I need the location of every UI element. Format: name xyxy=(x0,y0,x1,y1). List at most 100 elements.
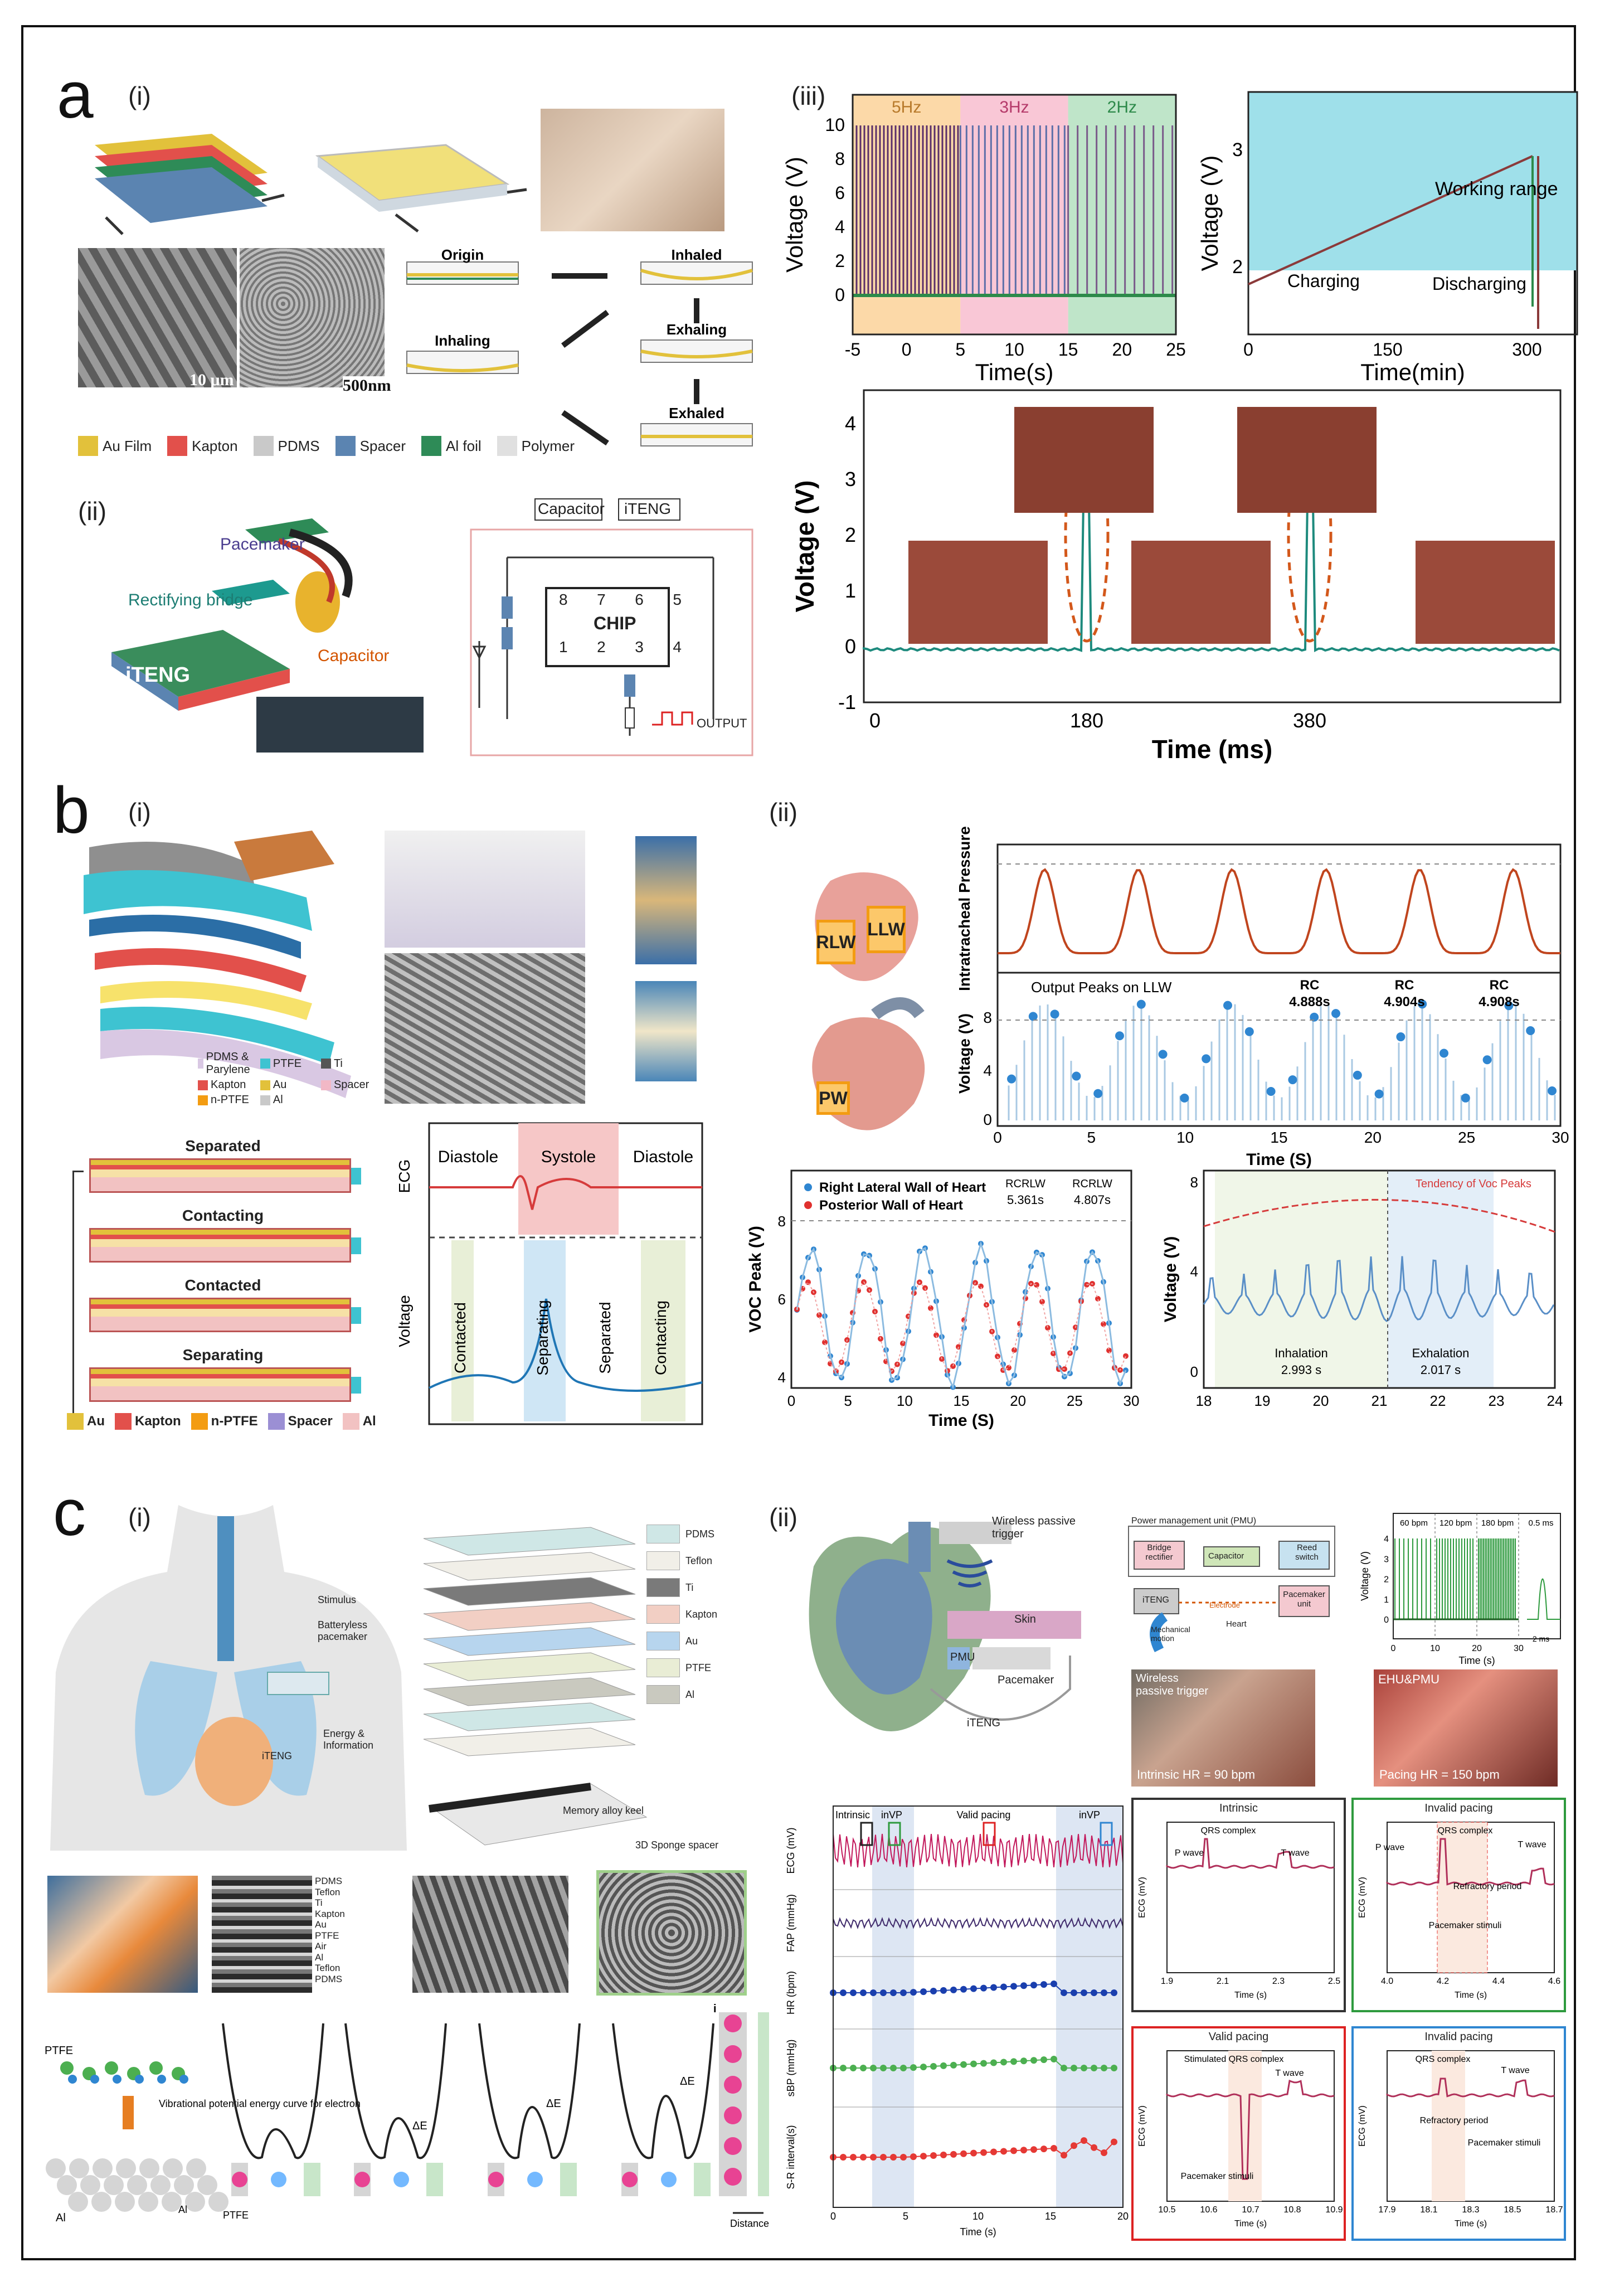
ecg-box-title: Invalid pacing xyxy=(1424,2031,1493,2043)
ecg-trace xyxy=(1386,2077,1555,2098)
layer-sheet xyxy=(423,1602,636,1631)
y-tick-label: 8 xyxy=(778,1213,786,1230)
refractory-band xyxy=(1432,2051,1465,2201)
sem-sponge xyxy=(596,1870,747,1996)
pw-point xyxy=(933,1332,939,1338)
legend-swatch xyxy=(421,436,442,456)
output-peak-point xyxy=(1310,1012,1319,1022)
inhalation-value: 2.993 s xyxy=(1281,1363,1321,1377)
ptfe-atom xyxy=(149,2061,163,2075)
x-tick-label: 20 xyxy=(1364,1129,1382,1146)
y-tick-label: 4 xyxy=(1384,1535,1389,1544)
al-atom xyxy=(150,2175,171,2195)
pmu-title: Power management unit (PMU) xyxy=(1131,1516,1257,1526)
stage-label: Separated xyxy=(185,1137,261,1154)
flow-origin: Origin xyxy=(441,246,484,263)
potential-well xyxy=(344,2023,447,2159)
y-axis-label: ECG (mV) xyxy=(1358,2105,1367,2147)
x-tick-label: 2.3 xyxy=(1272,1977,1285,1986)
annotation-label: T wave xyxy=(1518,1840,1546,1850)
ecg-box-title: Valid pacing xyxy=(1208,2031,1269,2043)
charge-marker xyxy=(724,2137,742,2155)
panel-b-exploded-device xyxy=(84,831,351,1098)
panel-b-photo-device xyxy=(635,836,697,964)
inhalation-label: Inhalation xyxy=(1275,1346,1327,1360)
al-atom xyxy=(104,2175,124,2195)
phase-label: inVP xyxy=(1079,1809,1100,1821)
rc1-label: RCRLW xyxy=(1005,1178,1045,1190)
x-tick-label: -5 xyxy=(845,339,860,360)
bpm-label: 120 bpm xyxy=(1439,1518,1472,1528)
pmu-bridge: Bridge rectifier xyxy=(1145,1543,1173,1562)
x-tick-label: 10.7 xyxy=(1242,2205,1259,2215)
delta-e-label: ΔE xyxy=(680,2075,695,2088)
charge-marker xyxy=(724,2045,742,2063)
pw-point xyxy=(1039,1299,1045,1305)
layer-sheet xyxy=(423,1677,636,1706)
legend-swatch xyxy=(268,1413,285,1430)
legend-item: Ti xyxy=(320,1051,376,1076)
output-peak-point xyxy=(1439,1049,1448,1058)
pulse-highlight xyxy=(1287,428,1332,643)
legend-swatch xyxy=(198,1080,208,1090)
al-atom xyxy=(163,2158,183,2178)
legend-rlw: Right Lateral Wall of Heart xyxy=(819,1180,986,1195)
x-tick-label: 20 xyxy=(1313,1392,1329,1409)
x-tick-label: 18 xyxy=(1196,1392,1212,1409)
panel-a-iii-label: (iii) xyxy=(791,81,826,110)
sem-layer-label: Teflon xyxy=(315,1886,341,1897)
output-peak-point xyxy=(1288,1075,1297,1085)
scale-bar-10um: 10 μm xyxy=(189,371,234,389)
output-peak-point xyxy=(1482,1055,1492,1065)
potential-well xyxy=(222,2023,324,2159)
pw-point xyxy=(816,1312,822,1318)
scale-label: 2 ms xyxy=(1533,1634,1549,1643)
x-axis-label: Time (s) xyxy=(1234,2219,1267,2229)
phase-label: Valid pacing xyxy=(957,1809,1011,1821)
row-trace xyxy=(833,1917,1124,1929)
output-peak-point xyxy=(1396,1032,1406,1042)
refractory-band xyxy=(1228,2051,1262,2201)
flow-exhaling: Exhaling xyxy=(667,321,727,338)
y-tick-label: 8 xyxy=(835,149,845,169)
annotation-label: Pacemaker stimuli xyxy=(1181,2172,1254,2181)
x-tick-label: 30 xyxy=(1552,1129,1569,1146)
rlw-line xyxy=(796,1240,1127,1390)
y-axis-label: Voltage (V) xyxy=(1161,1236,1180,1322)
output-peak-point xyxy=(1353,1070,1362,1080)
x-tick-label: 30 xyxy=(1124,1392,1140,1409)
chart-stacked-physiology: ECG (mV)FAP (mmHg)HR (bpm)sBP (mmHg)S-R … xyxy=(785,1805,1129,2237)
x-axis-label: Time (s) xyxy=(1458,1655,1495,1666)
y-axis-label: ECG (mV) xyxy=(1137,1877,1147,1918)
legend-swatch xyxy=(260,1059,270,1069)
ms-label: 0.5 ms xyxy=(1528,1518,1553,1528)
electron-marker xyxy=(271,2172,286,2187)
x-tick-label: 10 xyxy=(897,1392,913,1409)
x-tick-label: 0 xyxy=(993,1129,1002,1146)
stage-layer xyxy=(89,1158,351,1193)
rc-value: 4.908s xyxy=(1479,994,1519,1009)
ecg-box-title: Intrinsic xyxy=(1219,1802,1258,1814)
annotation-label: Pacemaker stimuli xyxy=(1468,2138,1541,2148)
x-tick-label: 0 xyxy=(869,709,881,732)
sem-nanopillars xyxy=(412,1876,568,1993)
surgery-photo xyxy=(1237,407,1377,513)
exhalation-label: Exhalation xyxy=(1412,1346,1470,1360)
annotation-label: T wave xyxy=(1501,2066,1529,2075)
panel-a-letter: a xyxy=(57,59,94,132)
x-tick-label: 4.4 xyxy=(1492,1977,1505,1986)
pw-point xyxy=(1123,1353,1129,1359)
legend-swatch xyxy=(191,1413,208,1430)
rc2-label: RCRLW xyxy=(1072,1178,1112,1190)
legend-item: Spacer xyxy=(320,1079,376,1091)
legend-item: Polymer xyxy=(497,436,575,456)
legend-swatch xyxy=(342,1413,359,1430)
y-axis-label: ECG (mV) xyxy=(1358,1877,1367,1918)
x-tick-label: 4.2 xyxy=(1437,1977,1449,1986)
